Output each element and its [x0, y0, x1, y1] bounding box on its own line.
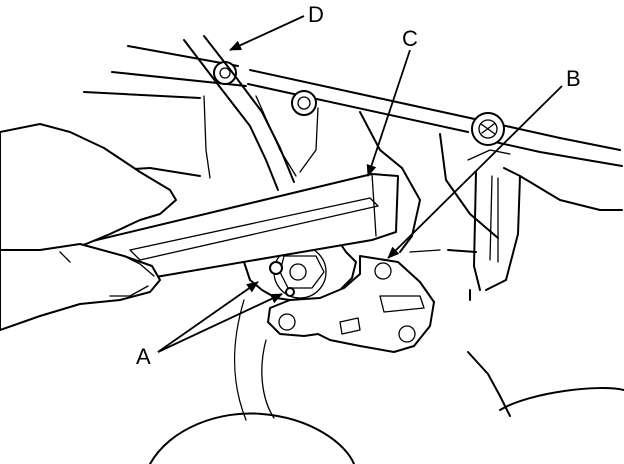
mounting-plate — [267, 255, 435, 353]
leader-d — [229, 15, 305, 51]
hand — [0, 123, 177, 331]
leader-a1 — [157, 281, 259, 353]
callout-label-a: A — [136, 344, 151, 369]
bolt-bosses — [213, 61, 505, 146]
leader-a2 — [157, 293, 283, 353]
frame-rails — [111, 45, 623, 167]
rod-part — [183, 35, 295, 191]
callout-label-b: B — [566, 66, 581, 91]
callout-label-c: C — [402, 26, 418, 51]
leader-c — [366, 49, 411, 177]
callout-leaders — [157, 15, 563, 353]
callout-label-d: D — [308, 2, 324, 27]
leader-b — [387, 85, 563, 259]
